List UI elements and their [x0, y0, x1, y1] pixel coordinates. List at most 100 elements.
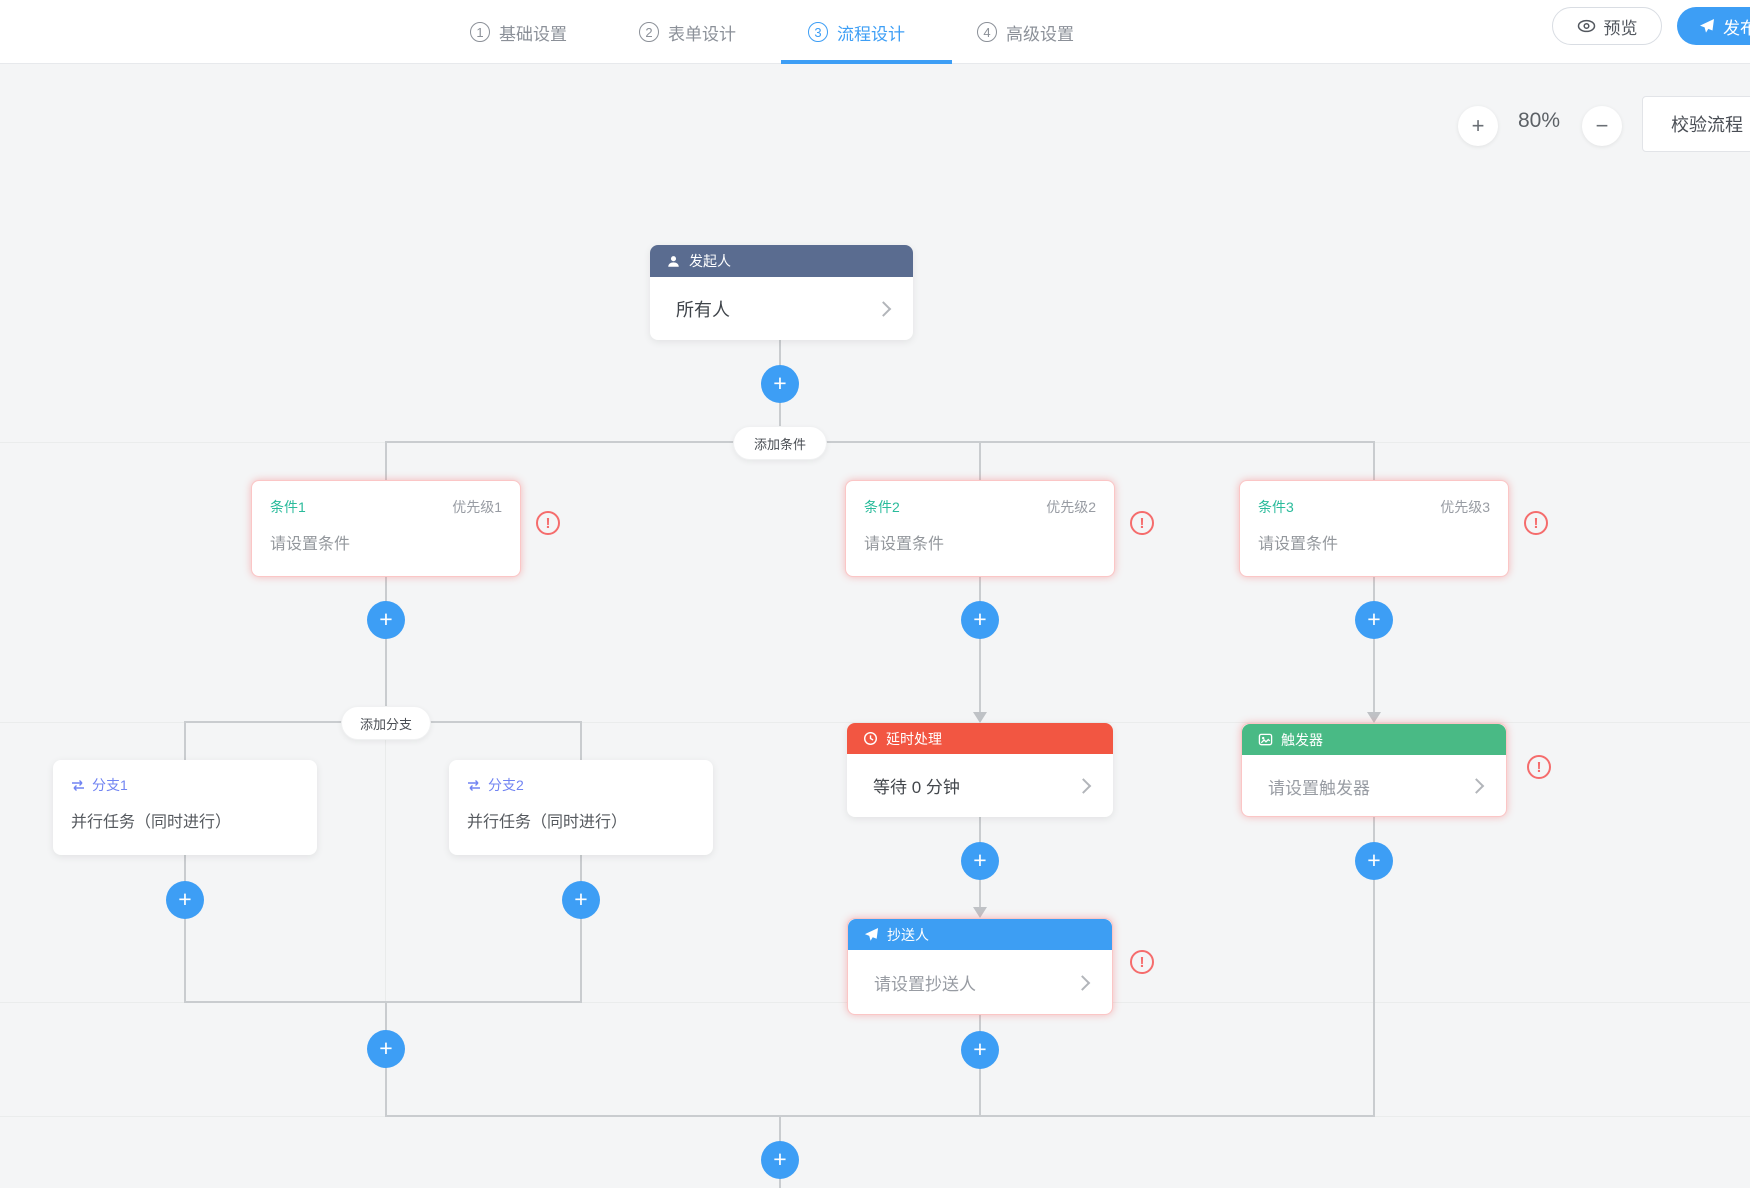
add-node-button[interactable]: +: [367, 1030, 405, 1068]
branch-title: 分支2: [488, 777, 524, 793]
publish-button[interactable]: 发布: [1677, 7, 1750, 45]
active-tab-underline: [781, 60, 952, 64]
warning-glyph: !: [1536, 758, 1542, 776]
plus-glyph: +: [1367, 846, 1381, 873]
connector-line: [979, 443, 981, 480]
zoom-in-button[interactable]: +: [1458, 106, 1498, 146]
add-branch-pill[interactable]: 添加分支: [341, 706, 431, 740]
canvas-gridline: [0, 722, 1750, 723]
connector-line: [385, 1115, 1375, 1117]
add-node-button[interactable]: +: [1355, 842, 1393, 880]
tab-advanced-settings[interactable]: 4 高级设置: [977, 20, 1074, 45]
node-initiator[interactable]: 发起人 所有人: [650, 245, 913, 340]
flow-canvas[interactable]: + 80% − 校验流程 发起人 所有人 添加条件 添加分支: [0, 64, 1750, 1188]
tab-label: 基础设置: [499, 24, 567, 44]
delay-value: 等待 0 分钟: [873, 778, 960, 797]
add-node-button[interactable]: +: [961, 842, 999, 880]
condition-priority: 优先级1: [452, 499, 502, 515]
tab-label: 流程设计: [837, 24, 905, 44]
warning-icon: !: [1527, 755, 1551, 779]
connector-line: [184, 723, 186, 760]
wizard-steps: 1 基础设置 2 表单设计 3 流程设计 4 高级设置: [470, 0, 1074, 64]
node-title: 抄送人: [887, 926, 929, 943]
node-branch-1[interactable]: 分支1 并行任务（同时进行）: [53, 760, 317, 855]
cc-placeholder: 请设置抄送人: [874, 975, 976, 994]
connector-line: [385, 577, 387, 723]
clock-icon: [863, 731, 878, 746]
warning-icon: !: [1130, 511, 1154, 535]
tab-flow-design[interactable]: 3 流程设计: [808, 20, 905, 45]
node-delay[interactable]: 延时处理 等待 0 分钟: [847, 723, 1113, 817]
plus-glyph: +: [1367, 605, 1381, 632]
parallel-branch-icon: [71, 779, 85, 792]
condition-title: 条件1: [270, 499, 306, 515]
step-number: 4: [977, 22, 997, 42]
trigger-placeholder: 请设置触发器: [1268, 778, 1370, 798]
plus-glyph: +: [973, 1035, 987, 1062]
connector-line: [385, 441, 1375, 443]
plus-glyph: +: [178, 885, 192, 912]
node-condition-1[interactable]: 条件1 优先级1 请设置条件: [251, 480, 521, 577]
add-node-button[interactable]: +: [562, 881, 600, 919]
plus-glyph: +: [773, 1145, 787, 1172]
tab-form-design[interactable]: 2 表单设计: [639, 20, 736, 45]
connector-line: [580, 723, 582, 760]
add-node-button[interactable]: +: [761, 1141, 799, 1179]
condition-priority: 优先级3: [1440, 499, 1490, 515]
paper-plane-icon: [864, 927, 879, 942]
parallel-branch-icon: [467, 779, 481, 792]
add-node-button[interactable]: +: [1355, 601, 1393, 639]
publish-label: 发布: [1723, 18, 1750, 38]
node-cc-header: 抄送人: [848, 919, 1112, 950]
person-icon: [666, 254, 681, 269]
tab-label: 表单设计: [668, 24, 736, 44]
connector-line: [1373, 817, 1375, 1116]
connector-line: [385, 443, 387, 480]
zoom-out-button[interactable]: −: [1582, 106, 1622, 146]
add-node-button[interactable]: +: [961, 1031, 999, 1069]
minus-glyph: −: [1595, 113, 1609, 138]
condition-priority: 优先级2: [1046, 499, 1096, 515]
node-branch-2[interactable]: 分支2 并行任务（同时进行）: [449, 760, 713, 855]
node-delay-header: 延时处理: [847, 723, 1113, 754]
validate-flow-button[interactable]: 校验流程: [1642, 96, 1750, 152]
tab-label: 高级设置: [1006, 24, 1074, 44]
warning-glyph: !: [545, 514, 551, 532]
plus-glyph: +: [379, 1034, 393, 1061]
node-cc[interactable]: 抄送人 请设置抄送人: [847, 918, 1113, 1015]
branch-description: 并行任务（同时进行）: [467, 814, 628, 831]
preview-button[interactable]: 预览: [1552, 7, 1662, 45]
condition-placeholder: 请设置条件: [270, 536, 351, 553]
tab-basic-settings[interactable]: 1 基础设置: [470, 20, 567, 45]
plus-glyph: +: [773, 369, 787, 396]
add-node-button[interactable]: +: [961, 601, 999, 639]
trigger-icon: [1258, 732, 1273, 747]
warning-glyph: !: [1533, 514, 1539, 532]
plus-glyph: +: [574, 885, 588, 912]
condition-title: 条件3: [1258, 499, 1294, 515]
add-node-button[interactable]: +: [367, 601, 405, 639]
branch-description: 并行任务（同时进行）: [71, 814, 232, 831]
step-number: 1: [470, 22, 490, 42]
warning-glyph: !: [1139, 514, 1145, 532]
chevron-right-icon: [1468, 778, 1485, 794]
add-node-button[interactable]: +: [761, 365, 799, 403]
node-title: 触发器: [1281, 731, 1323, 748]
add-condition-pill[interactable]: 添加条件: [733, 426, 827, 460]
chevron-right-icon: [1075, 777, 1092, 794]
branch-title: 分支1: [92, 777, 128, 793]
paper-plane-icon: [1699, 18, 1715, 34]
node-condition-2[interactable]: 条件2 优先级2 请设置条件: [845, 480, 1115, 577]
preview-label: 预览: [1603, 18, 1638, 38]
connector-line: [1373, 443, 1375, 480]
add-node-button[interactable]: +: [166, 881, 204, 919]
zoom-level: 80%: [1517, 109, 1561, 132]
node-trigger-header: 触发器: [1242, 724, 1506, 755]
step-number: 3: [808, 22, 828, 42]
chevron-right-icon: [875, 300, 892, 317]
top-bar: 1 基础设置 2 表单设计 3 流程设计 4 高级设置 预览 发布: [0, 0, 1750, 64]
arrow-down-icon: [973, 907, 987, 918]
condition-title: 条件2: [864, 499, 900, 515]
node-trigger[interactable]: 触发器 请设置触发器: [1241, 723, 1507, 817]
node-condition-3[interactable]: 条件3 优先级3 请设置条件: [1239, 480, 1509, 577]
